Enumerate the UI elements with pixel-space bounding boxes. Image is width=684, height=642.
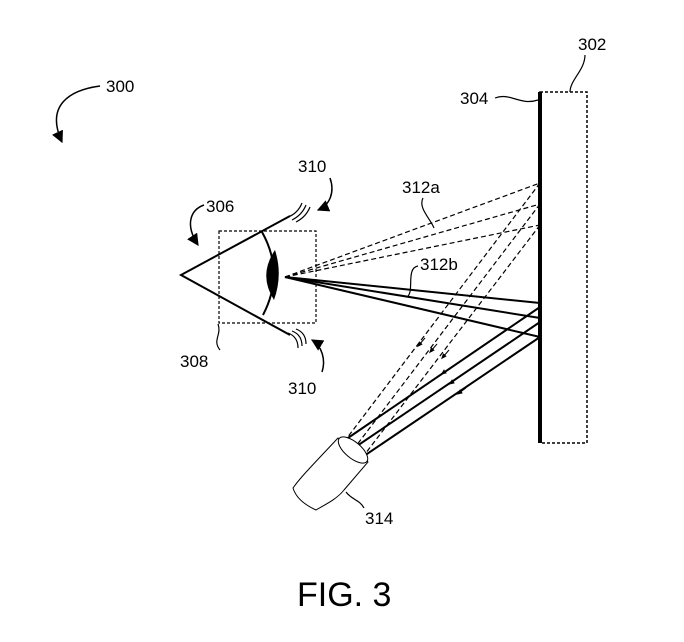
leader-312a (421, 197, 435, 229)
label-302: 302 (578, 35, 606, 54)
rays-312a (284, 182, 541, 459)
leader-arrow-300 (52, 85, 101, 144)
ray-arrows-solid (440, 367, 467, 395)
eye-306 (178, 202, 317, 349)
label-310-top: 310 (298, 157, 326, 176)
label-300: 300 (106, 77, 134, 96)
label-312a: 312a (402, 178, 440, 197)
label-312b: 312b (420, 255, 458, 274)
display-302 (539, 91, 588, 444)
figure-caption: FIG. 3 (297, 576, 391, 614)
leader-308 (216, 323, 221, 351)
leader-312b (407, 265, 419, 297)
label-310-bottom: 310 (288, 379, 316, 398)
lens (266, 250, 279, 300)
rays-312b (284, 276, 541, 457)
label-306: 306 (206, 197, 234, 216)
camera-314 (292, 436, 369, 511)
eyelids (178, 215, 291, 336)
eyelashes-bottom (287, 328, 307, 349)
label-314: 314 (365, 509, 393, 528)
leader-314 (345, 491, 365, 509)
leader-302 (569, 54, 586, 93)
leader-304 (494, 96, 539, 102)
ray-arrows-dashed (417, 337, 450, 360)
label-304: 304 (460, 89, 488, 108)
leader-arrow-310-top (316, 177, 333, 212)
label-308: 308 (180, 352, 208, 371)
eyelashes-top (287, 202, 311, 223)
leader-arrow-306 (187, 204, 205, 247)
leader-arrow-310-bottom (310, 339, 325, 373)
